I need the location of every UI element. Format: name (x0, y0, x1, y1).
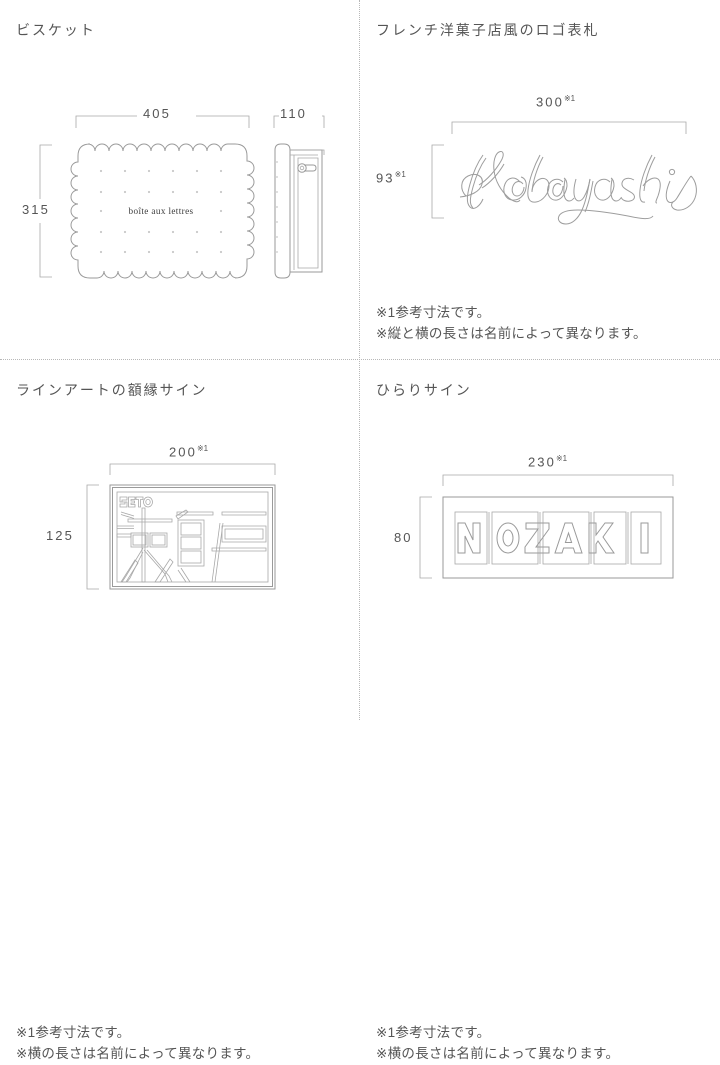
line-art-drawing (0, 360, 360, 720)
note-text: ※1参考寸法です。 (16, 1025, 131, 1040)
note-text: ※横の長さは名前によって異なります。 (376, 1046, 620, 1061)
biscuit-height-dimension-bracket (39, 144, 52, 278)
note-text: ※横の長さは名前によって異なります。 (16, 1046, 260, 1061)
biscuit-height-label: 315 (22, 202, 50, 217)
biscuit-dot-grid (99, 169, 223, 254)
line-art-height-label: 125 (46, 528, 74, 543)
biscuit-width-label: 405 (143, 106, 171, 121)
panel-french-logo-heading: フレンチ洋菓子店風のロゴ表札 (376, 22, 600, 38)
panel-line-art-heading: ラインアートの額縁サイン (16, 382, 208, 398)
panel-french-logo-note-2: ※縦と横の長さは名前によって異なります。 (376, 324, 647, 345)
biscuit-front-face: boîte aux lettres (70, 143, 255, 279)
panel-biscuit: ビスケット 405 315 110 (0, 0, 360, 360)
line-art-width-value: 200 (169, 444, 197, 460)
line-art-width-bracket (109, 463, 276, 475)
panel-hirari-note-1: ※1参考寸法です。 (376, 1023, 490, 1044)
biscuit-side-view (274, 143, 325, 279)
panel-hirari-heading: ひらりサイン (376, 382, 472, 398)
french-logo-script (459, 151, 697, 225)
biscuit-drawing: boîte aux lettres (0, 0, 360, 360)
line-art-kanji-artwork (116, 507, 267, 583)
french-logo-height-sup: ※1 (394, 170, 406, 179)
line-art-height-bracket (86, 484, 99, 590)
biscuit-product-text: boîte aux lettres (129, 206, 194, 216)
vertical-divider (359, 0, 360, 720)
panel-hirari-sign: ひらりサイン 230※1 80 (360, 360, 720, 1061)
hirari-nozaki-letters (457, 522, 649, 554)
french-logo-drawing (360, 0, 720, 360)
hirari-drawing (360, 360, 720, 720)
line-art-frame-plate (109, 484, 276, 590)
hirari-height-label: 80 (394, 530, 413, 545)
french-logo-width-value: 300 (536, 94, 564, 110)
panel-line-art-frame: ラインアートの額縁サイン 200※1 125 (0, 360, 360, 1061)
biscuit-depth-label: 110 (280, 106, 307, 121)
panel-line-art-note-2: ※横の長さは名前によって異なります。 (16, 1044, 259, 1065)
line-art-width-label: 200※1 (169, 444, 208, 459)
hirari-width-bracket (442, 474, 674, 486)
biscuit-depth-dimension-bracket (273, 115, 325, 128)
french-logo-width-sup: ※1 (563, 94, 576, 103)
line-art-artwork (116, 491, 269, 583)
hirari-width-value: 230 (528, 454, 556, 470)
french-logo-width-bracket (451, 121, 687, 134)
french-logo-height-label: 93※1 (376, 170, 406, 185)
line-art-seto-text (119, 496, 153, 508)
hirari-height-bracket (419, 496, 432, 579)
hirari-plates (454, 511, 662, 565)
panel-biscuit-heading: ビスケット (16, 22, 96, 38)
note-text: ※縦と横の長さは名前によって異なります。 (376, 326, 647, 341)
panel-line-art-note-1: ※1参考寸法です。 (16, 1023, 130, 1044)
french-logo-height-value: 93 (376, 170, 395, 186)
horizontal-divider (0, 359, 720, 360)
note-text: ※1参考寸法です。 (376, 305, 491, 320)
panel-french-logo-note-1: ※1参考寸法です。 (376, 303, 490, 324)
panel-french-logo: フレンチ洋菓子店風のロゴ表札 300※1 93※1 (360, 0, 720, 360)
hirari-width-label: 230※1 (528, 454, 567, 469)
biscuit-width-dimension-bracket (75, 115, 250, 128)
hirari-outer-frame (442, 496, 674, 579)
line-art-width-sup: ※1 (196, 444, 209, 453)
note-text: ※1参考寸法です。 (376, 1025, 491, 1040)
french-logo-height-bracket (431, 144, 444, 219)
hirari-width-sup: ※1 (555, 454, 568, 463)
french-logo-width-label: 300※1 (536, 94, 575, 109)
panel-hirari-note-2: ※横の長さは名前によって異なります。 (376, 1044, 619, 1065)
